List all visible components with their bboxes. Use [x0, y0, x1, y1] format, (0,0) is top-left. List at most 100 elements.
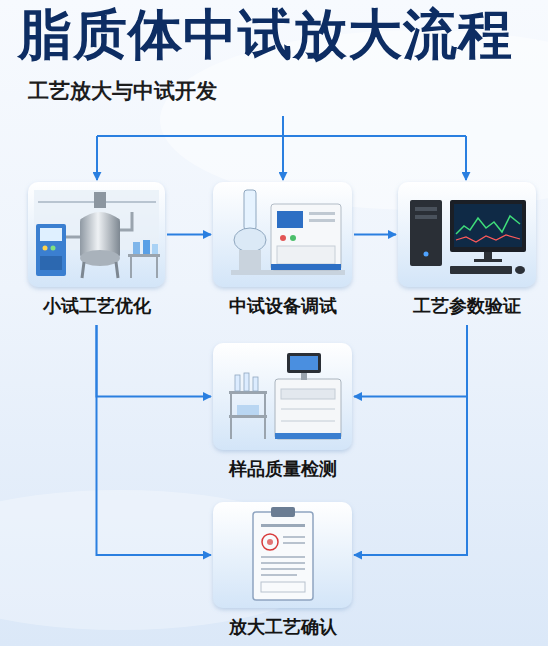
computer-illustration-part	[474, 259, 502, 262]
pilot-equipment-illustration-part	[290, 235, 296, 241]
pilot-equipment-illustration	[231, 190, 345, 275]
analyzer-illustration-part	[275, 433, 341, 439]
document-illustration-part	[261, 574, 297, 576]
analyzer-illustration-part	[281, 409, 335, 410]
document-illustration-part	[261, 556, 305, 558]
pilot-equipment-illustration-part	[244, 190, 256, 230]
analyzer-illustration-part	[281, 421, 335, 422]
card-backgrounds-part	[398, 182, 536, 287]
split-arrow	[97, 116, 466, 180]
pilot-equipment-illustration-part	[277, 211, 303, 228]
document-illustration-part	[271, 507, 295, 517]
split-arrow-part	[465, 136, 467, 180]
card-label: 中试设备调试	[183, 295, 382, 317]
reactor-illustration-part	[156, 257, 158, 278]
reactor-illustration-part	[116, 262, 118, 278]
document-illustration-part	[283, 542, 305, 544]
computer-illustration	[410, 200, 526, 274]
computer-illustration-part	[456, 235, 520, 242]
analyzer-illustration-part	[287, 353, 321, 373]
document-illustration-part	[261, 562, 305, 564]
computer-illustration-part	[450, 200, 526, 252]
split-arrow-part	[282, 136, 284, 180]
card-label: 放大工艺确认	[183, 616, 382, 638]
document-illustration-part	[261, 524, 305, 527]
pilot-equipment-illustration-part	[309, 219, 335, 222]
computer-illustration-part	[415, 215, 437, 219]
split-arrow-part	[97, 116, 466, 136]
flow-arrow	[354, 325, 467, 555]
analyzer-illustration-part	[290, 356, 318, 370]
analyzer-illustration-part	[235, 375, 240, 391]
card-backgrounds-part	[213, 182, 352, 287]
computer-illustration-part	[515, 266, 525, 274]
process-card: 中试设备调试	[213, 182, 352, 287]
analyzer-illustration-part	[230, 391, 232, 439]
reactor-illustration-part	[143, 240, 150, 254]
flow-arrow	[97, 325, 212, 397]
subtitle-label: 工艺放大与中试开发	[28, 78, 217, 105]
flow-arrow	[354, 234, 396, 236]
card-backgrounds-part	[28, 182, 165, 287]
card-backgrounds-part	[213, 343, 352, 450]
analyzer-illustration	[229, 353, 341, 439]
reactor-illustration-part	[120, 212, 132, 230]
card-backgrounds	[28, 182, 536, 608]
computer-illustration-part	[456, 216, 520, 234]
pilot-equipment-illustration-part	[277, 246, 335, 264]
computer-illustration-part	[484, 252, 492, 260]
reactor-illustration-part	[66, 236, 80, 239]
analyzer-illustration-part	[275, 379, 341, 439]
document-illustration-part	[261, 582, 305, 592]
analyzer-illustration-part	[237, 405, 259, 415]
analyzer-illustration-part	[244, 373, 249, 391]
analyzer-illustration-part	[229, 415, 267, 418]
card-label: 小试工艺优化	[0, 295, 195, 317]
computer-illustration-part	[410, 200, 442, 266]
flow-arrow	[354, 325, 467, 397]
computer-illustration-part	[454, 204, 522, 247]
reactor-illustration	[34, 190, 160, 278]
computer-illustration-part	[450, 266, 512, 274]
reactor-illustration-part	[82, 262, 84, 278]
reactor-illustration-part	[51, 246, 56, 251]
analyzer-illustration-part	[253, 377, 258, 391]
computer-illustration-part	[415, 207, 437, 211]
analyzer-illustration-part	[281, 389, 335, 399]
reactor-illustration-part	[40, 256, 62, 270]
reactor-illustration-part	[130, 257, 132, 278]
reactor-illustration-part	[36, 224, 66, 276]
reactor-illustration-part	[94, 192, 106, 208]
pilot-equipment-illustration-part	[280, 235, 286, 241]
split-arrow-part	[96, 136, 98, 180]
process-card: 小试工艺优化	[28, 182, 165, 287]
document-illustration-part	[267, 539, 273, 545]
background-glow	[0, 30, 548, 630]
flow-arrow	[97, 325, 212, 555]
card-label: 工艺参数验证	[368, 295, 548, 317]
document-illustration-part	[262, 534, 278, 550]
reactor-illustration-part	[128, 254, 160, 257]
pilot-equipment-illustration-part	[239, 250, 261, 270]
reactor-illustration-part	[40, 228, 62, 241]
document-illustration	[253, 507, 313, 600]
pilot-equipment-illustration-part	[234, 228, 266, 252]
card-label: 样品质量检测	[183, 458, 382, 480]
computer-illustration-part	[424, 252, 429, 257]
process-card: 工艺参数验证	[398, 182, 536, 287]
reactor-illustration-part	[133, 242, 140, 254]
pilot-equipment-illustration-part	[271, 264, 341, 270]
reactor-illustration-part	[152, 244, 158, 254]
process-card: 放大工艺确认	[213, 502, 352, 608]
document-illustration-part	[253, 512, 313, 600]
reactor-illustration-part	[43, 246, 48, 251]
reactor-illustration-part	[80, 250, 120, 266]
document-illustration-part	[261, 568, 305, 570]
pilot-equipment-illustration-part	[271, 204, 341, 270]
analyzer-illustration-part	[229, 391, 267, 394]
diagram-title: 脂质体中试放大流程	[18, 2, 513, 68]
pilot-equipment-illustration-part	[309, 212, 335, 215]
document-illustration-part	[283, 536, 305, 538]
analyzer-illustration-part	[264, 391, 266, 439]
